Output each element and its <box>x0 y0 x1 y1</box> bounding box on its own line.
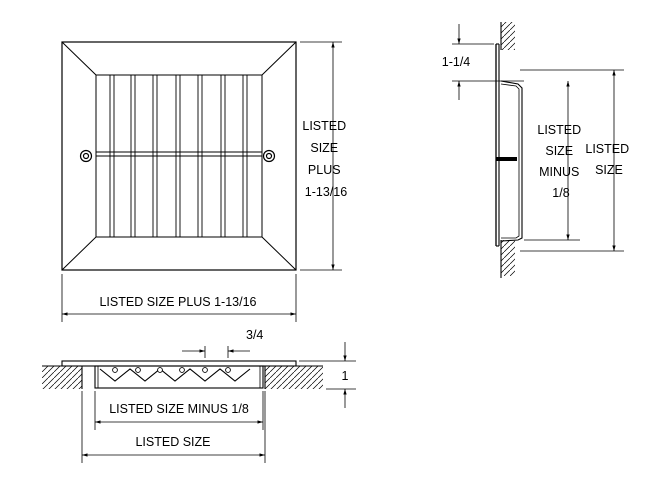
outer-frame <box>61 41 297 271</box>
louver-zigzag <box>99 368 251 382</box>
section-flange <box>61 360 297 367</box>
section-duct <box>94 365 264 389</box>
side-inner-label: LISTED SIZE MINUS 1/8 <box>537 123 584 200</box>
section-outer-dimension <box>81 391 266 463</box>
section-hatch-right <box>265 366 323 389</box>
front-view <box>61 41 297 271</box>
side-flange-label: 1-1/4 <box>442 55 471 69</box>
section-hatch-left <box>42 366 82 389</box>
side-view <box>495 22 523 278</box>
louver-pivots <box>112 367 231 373</box>
wall-hatch-bottom <box>501 240 515 276</box>
front-width-label: LISTED SIZE PLUS 1-13/16 <box>99 295 256 309</box>
side-outer-label: LISTED SIZE <box>585 142 632 177</box>
front-height-label: LISTED SIZE PLUS 1-13/16 <box>302 119 349 199</box>
section-inner-label: LISTED SIZE MINUS 1/8 <box>109 402 249 416</box>
side-flange-dimension <box>452 24 524 100</box>
section-inner-dimension <box>94 391 264 430</box>
section-view <box>42 360 323 389</box>
front-height-dimension <box>300 41 342 271</box>
section-depth-dimension <box>299 342 356 408</box>
section-depth-label: 1 <box>342 369 349 383</box>
section-outer-label: LISTED SIZE <box>135 435 210 449</box>
front-width-dimension <box>61 274 297 322</box>
section-spacing-label: 3/4 <box>246 328 263 342</box>
screw-hole-right <box>262 149 276 163</box>
side-outer-dimension <box>520 69 624 252</box>
screw-hole-left <box>79 149 93 163</box>
side-inner-dimension <box>524 81 580 241</box>
center-rail <box>96 151 262 157</box>
wall-hatch-top <box>501 22 515 50</box>
section-spacing-dimension <box>182 346 250 358</box>
side-duct-body <box>500 80 523 242</box>
side-rail-mark <box>496 157 517 161</box>
